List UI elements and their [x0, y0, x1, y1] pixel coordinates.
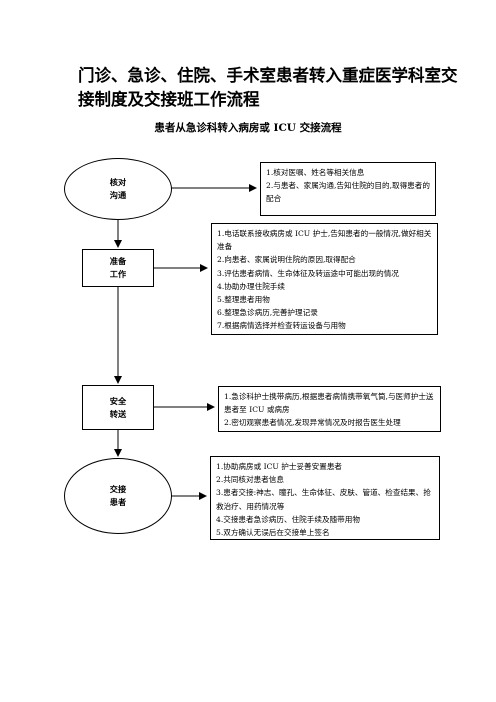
- detail-item: 5.双方确认无误后在交接单上签名: [216, 528, 330, 538]
- step-details-preparation: 1.电话联系接收病房或 ICU 护士,告知患者的一般情况,做好相关准备 2.向患…: [211, 223, 438, 335]
- step-label: 核对: [109, 177, 127, 187]
- detail-item: 2.向患者、家属说明住院的原因,取得配合: [217, 255, 356, 265]
- step-label: 交接: [109, 484, 127, 494]
- step-label: 安全: [109, 395, 127, 406]
- step-verify-communicate: 核对 沟通: [64, 158, 172, 220]
- step-label: 工作: [109, 269, 127, 279]
- detail-item: 2.密切观察患者情况,发现异常情况及时报告医生处理: [224, 418, 401, 428]
- detail-item: 4.交接患者急诊病历、住院手续及随带用物: [216, 514, 360, 524]
- step-label: 转送: [109, 408, 127, 419]
- step-safe-transfer: 安全 转送: [82, 385, 154, 430]
- flow-subtitle: 患者从急诊科转入病房或 ICU 交接流程: [154, 122, 342, 134]
- step-label: 患者: [109, 497, 127, 507]
- detail-item: 7.根据病情选择并检查转运设备与用物: [217, 321, 346, 331]
- step-label: 沟通: [109, 190, 127, 200]
- detail-item: 5.整理患者用物: [217, 295, 270, 305]
- detail-item: 2.共同核对患者信息: [216, 475, 284, 485]
- step-details-safe-transfer: 1.急诊科护士携带病历,根据患者病情携带氧气筒,与医师护士送患者至 ICU 或病…: [218, 386, 441, 432]
- step-preparation: 准备 工作: [82, 249, 154, 287]
- detail-item: 3.患者交接:神志、瞳孔、生命体征、皮肤、管道、检查结果、抢救治疗、用药情况等: [216, 488, 431, 511]
- detail-item: 1.协助病房或 ICU 护士妥善安置患者: [216, 462, 342, 471]
- detail-item: 1.电话联系接收病房或 ICU 护士,告知患者的一般情况,做好相关准备: [217, 229, 432, 252]
- step-label: 准备: [109, 256, 127, 266]
- detail-item: 1.急诊科护士携带病历,根据患者病情携带氧气筒,与医师护士送患者至 ICU 或病…: [224, 392, 434, 415]
- document-title-line-2: 接制度及交接班工作流程: [78, 90, 260, 109]
- step-details-verify-communicate: 1.核对医嘱、姓名等相关信息 2.与患者、家属沟通,告知住院的目的,取得患者的配…: [260, 162, 436, 216]
- detail-item: 4.协助办理住院手续: [217, 281, 285, 291]
- step-details-handover-patient: 1.协助病房或 ICU 护士妥善安置患者 2.共同核对患者信息 3.患者交接:神…: [210, 456, 440, 540]
- detail-item: 6.整理急诊病历,完善护理记录: [217, 308, 318, 318]
- detail-item: 3.评估患者病情、生命体征及转运途中可能出现的情况: [217, 268, 399, 278]
- step-handover-patient: 交接 患者: [64, 458, 172, 534]
- detail-item: 2.与患者、家属沟通,告知住院的目的,取得患者的配合: [266, 181, 430, 204]
- detail-item: 1.核对医嘱、姓名等相关信息: [266, 168, 365, 177]
- document-title-line-1: 门诊、急诊、住院、手术室患者转入重症医学科室交: [78, 66, 458, 85]
